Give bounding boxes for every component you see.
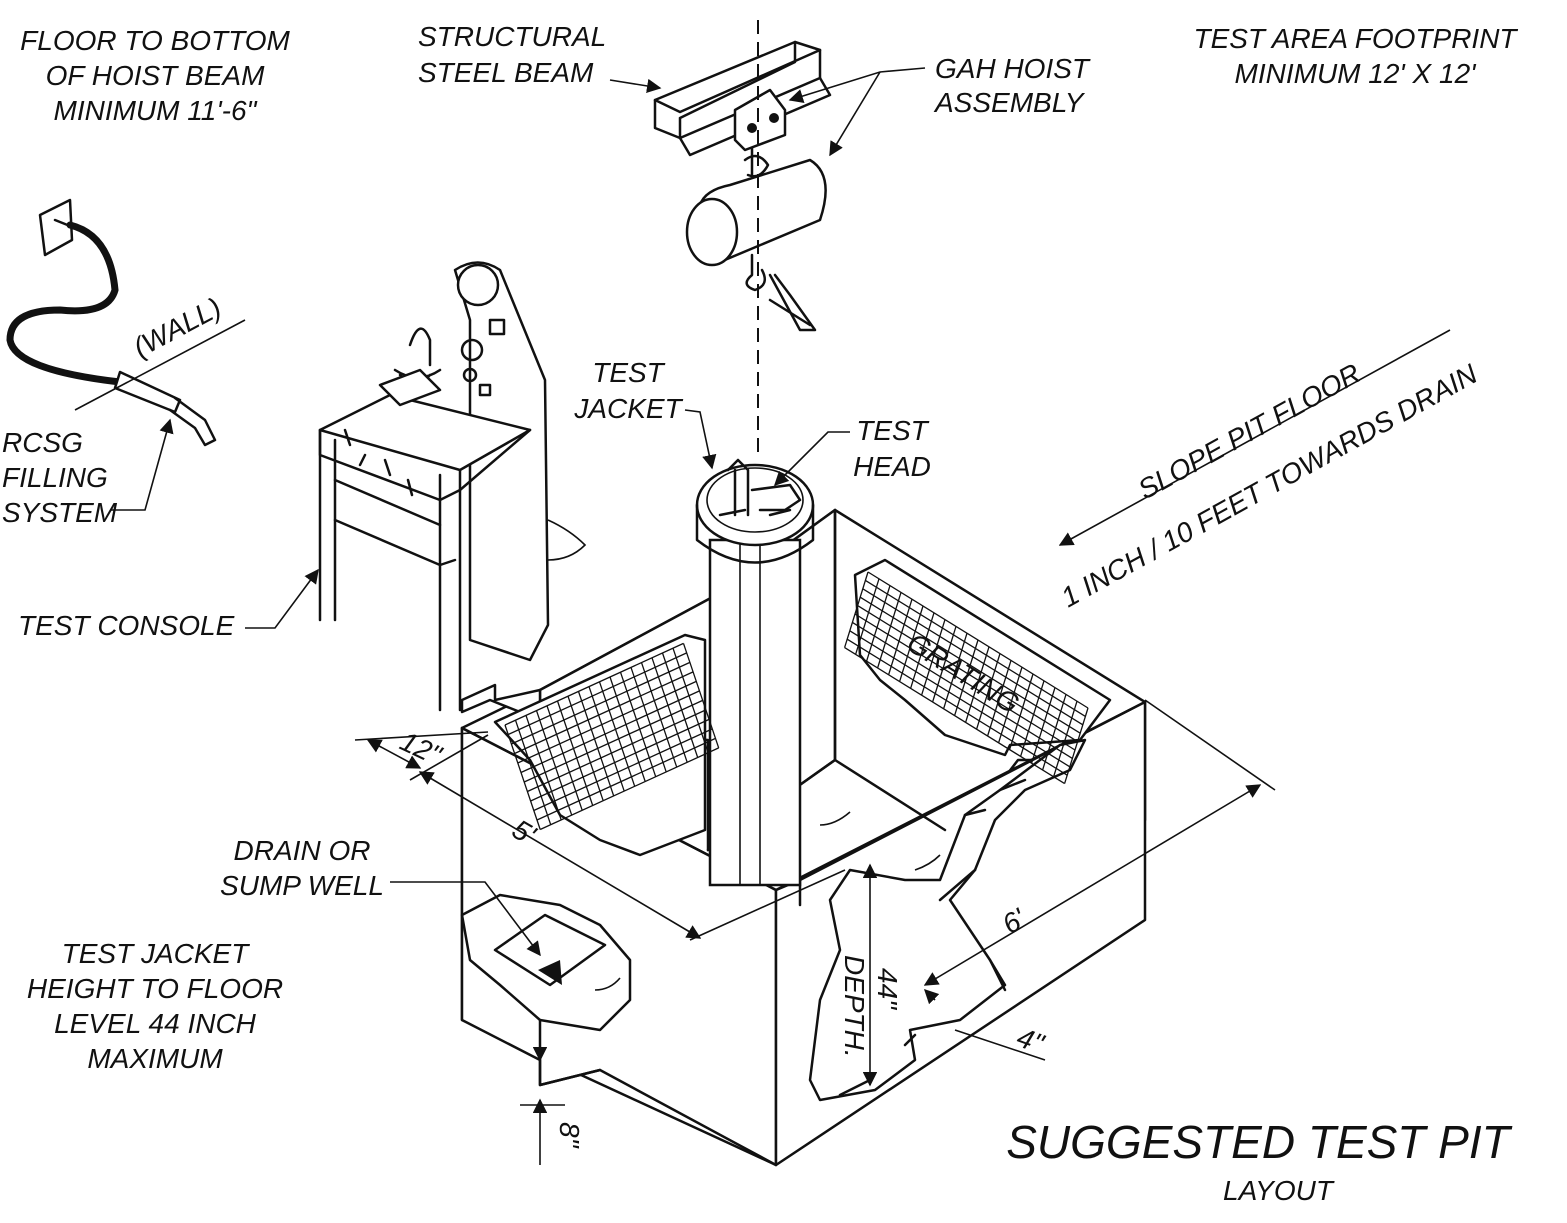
rcsg-line-2: FILLING [2, 462, 108, 493]
dim-8-inch: 8" [554, 1122, 585, 1149]
gah-hoist-label: GAH HOIST ASSEMBLY [933, 53, 1091, 118]
gah-hoist-assembly [685, 20, 827, 460]
floor-to-hoist-line-3: MINIMUM 11'-6" [54, 95, 258, 126]
grating-bar [964, 646, 990, 723]
grating-bar [672, 647, 709, 753]
test-jacket-line-2: JACKET [573, 393, 683, 424]
grating-bar [598, 681, 636, 787]
grating-bar [640, 662, 678, 768]
dim-4-inch: 4" [1013, 1022, 1049, 1060]
page-subtitle: LAYOUT [1223, 1175, 1335, 1206]
jacket-height-line-4: MAXIMUM [87, 1043, 223, 1074]
grating-bar [523, 699, 703, 783]
structural-beam-line-2: STEEL BEAM [418, 57, 594, 88]
grating-bar [942, 633, 968, 709]
gah-hoist-line-2: ASSEMBLY [933, 87, 1086, 118]
structural-beam-label: STRUCTURAL STEEL BEAM [418, 21, 606, 88]
grating-bar [852, 621, 1073, 759]
test-jacket-label: TEST JACKET [573, 357, 683, 424]
grating-bar [887, 599, 913, 675]
dimension-lines [354, 329, 1451, 1165]
test-console-label: TEST CONSOLE [18, 610, 235, 641]
grating-bar [975, 653, 1001, 730]
grating-bar [1041, 694, 1067, 771]
grating-bar [651, 657, 688, 763]
grating-bar [504, 642, 684, 726]
drain-line-2: SUMP WELL [220, 870, 384, 901]
grating-bar [854, 578, 880, 655]
rcsg-label: RCSG FILLING SYSTEM [2, 427, 118, 528]
grating-bar [986, 660, 1012, 737]
grating-bar [517, 680, 697, 764]
floor-to-hoist-line-1: FLOOR TO BOTTOM [20, 25, 290, 56]
grating-bar [859, 596, 1081, 734]
test-area-line-2: MINIMUM 12' X 12' [1235, 58, 1478, 89]
test-area-label: TEST AREA FOOTPRINT MINIMUM 12' X 12' [1193, 23, 1518, 89]
test-head [718, 458, 802, 517]
page-title: SUGGESTED TEST PIT [1006, 1116, 1512, 1168]
floor-to-hoist-line-2: OF HOIST BEAM [46, 60, 266, 91]
grating-bar [1019, 680, 1045, 757]
dim-12-inch: 12" [395, 725, 446, 771]
test-jacket-line-1: TEST [592, 357, 665, 388]
grating-bar [1052, 701, 1078, 777]
dim-44-inch: 44" [872, 968, 903, 1010]
grating-bar [609, 676, 646, 782]
wall-label: (WALL) [128, 292, 226, 364]
test-console [318, 261, 587, 712]
grating-bar [931, 626, 957, 703]
rcsg-line-3: SYSTEM [2, 497, 118, 528]
grating-bar [1008, 673, 1034, 750]
grating-bar [865, 585, 891, 662]
test-head-line-1: TEST [856, 415, 929, 446]
grating-bar [682, 643, 720, 749]
jacket-height-label: TEST JACKET HEIGHT TO FLOOR LEVEL 44 INC… [27, 938, 283, 1074]
grating-bar [876, 592, 902, 669]
grating-bar [1063, 707, 1089, 784]
jacket-height-line-1: TEST JACKET [62, 938, 251, 969]
grating-bar [661, 652, 699, 758]
grating-bar [619, 671, 657, 777]
grating-bar [514, 671, 694, 755]
grating-bar [844, 647, 1065, 785]
grating-bar [1030, 687, 1056, 764]
test-head-line-2: HEAD [853, 451, 931, 482]
grating-bar [909, 612, 935, 689]
jacket-height-line-3: LEVEL 44 INCH [54, 1008, 257, 1039]
grating-bar [843, 571, 869, 648]
grating-bar [857, 605, 1078, 743]
jacket-height-line-2: HEIGHT TO FLOOR [27, 973, 283, 1004]
drain-line-1: DRAIN OR [234, 835, 371, 866]
grating-bar [953, 639, 979, 716]
grating-bar [862, 588, 1084, 726]
grating-bar [520, 690, 700, 774]
dim-depth: DEPTH. [839, 955, 870, 1058]
grating-bar [867, 571, 1089, 709]
pit-structure [460, 508, 1147, 1167]
grating-bar [854, 613, 1076, 751]
slope-rate-label: 1 INCH / 10 FEET TOWARDS DRAIN [1056, 358, 1483, 614]
rcsg-filling-system [6, 198, 217, 447]
grating-bar [920, 619, 946, 696]
grating-bar [849, 630, 1071, 768]
grating-right [843, 558, 1112, 785]
grating-bar [630, 667, 667, 773]
structural-beam-line-1: STRUCTURAL [418, 21, 606, 52]
test-head-label: TEST HEAD [853, 415, 931, 482]
drain-label: DRAIN OR SUMP WELL [220, 835, 384, 901]
grating-bar [865, 579, 1086, 717]
grating-bar [898, 605, 924, 682]
gah-hoist-line-1: GAH HOIST [935, 53, 1091, 84]
test-area-line-1: TEST AREA FOOTPRINT [1193, 23, 1518, 54]
grating-bar [846, 638, 1068, 776]
grating-bar [511, 661, 691, 745]
grating-bar [507, 652, 687, 736]
rcsg-line-1: RCSG [2, 427, 83, 458]
floor-to-hoist-label: FLOOR TO BOTTOM OF HOIST BEAM MINIMUM 11… [20, 25, 290, 126]
grating-bar [997, 667, 1023, 743]
